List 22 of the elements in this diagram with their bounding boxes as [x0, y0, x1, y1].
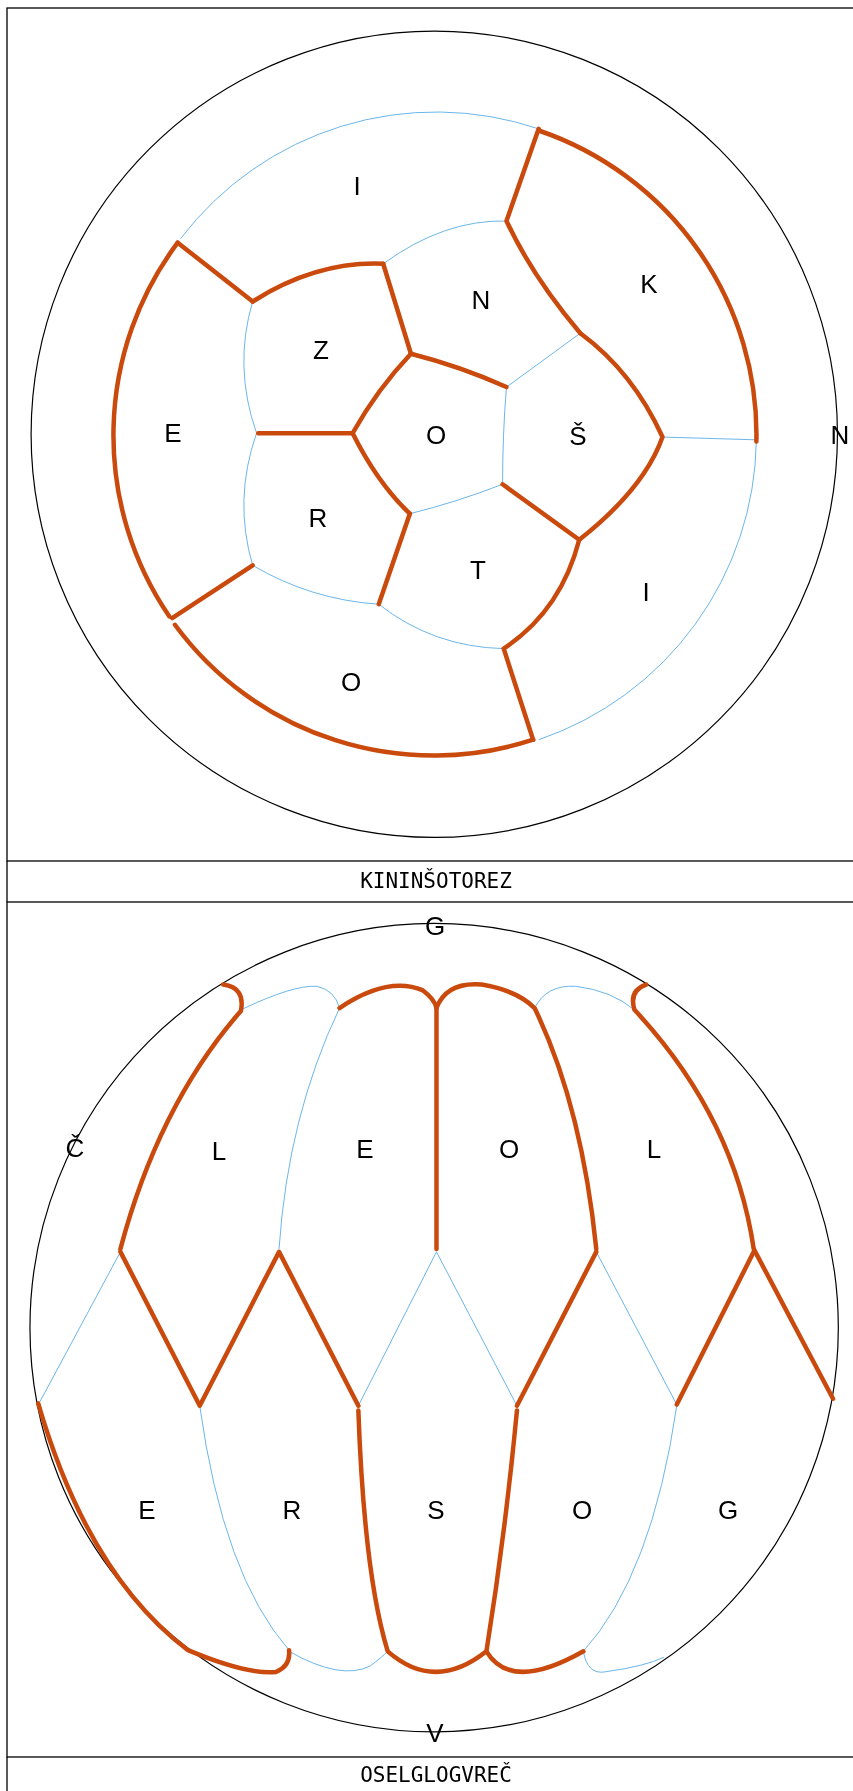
puzzle-letter: O [571, 1497, 593, 1523]
puzzle-letter: E [356, 1136, 374, 1162]
caption: KININŠOTOREZ [360, 870, 512, 892]
puzzle-letter: T [470, 557, 486, 583]
caption: OSELGLOGVREČ [360, 1764, 512, 1786]
puzzle-letter: S [427, 1497, 445, 1523]
puzzle-letter: I [642, 579, 650, 605]
puzzle-letter: Š [569, 423, 587, 449]
puzzle-letter: K [640, 271, 658, 297]
puzzle-letter: O [498, 1136, 520, 1162]
puzzle-letter: L [211, 1138, 227, 1164]
puzzle-letter: R [282, 1497, 302, 1523]
puzzle-letter: E [164, 420, 182, 446]
puzzle-letter: N [471, 287, 491, 313]
puzzle-letter: O [425, 422, 447, 448]
puzzle-letter: Z [313, 337, 329, 363]
puzzle-letter: O [340, 669, 362, 695]
puzzle-letter: R [308, 505, 328, 531]
puzzle-letter: I [353, 173, 361, 199]
puzzle-letter: G [717, 1497, 739, 1523]
puzzle-letter: L [646, 1136, 662, 1162]
puzzle-letter: E [138, 1497, 156, 1523]
